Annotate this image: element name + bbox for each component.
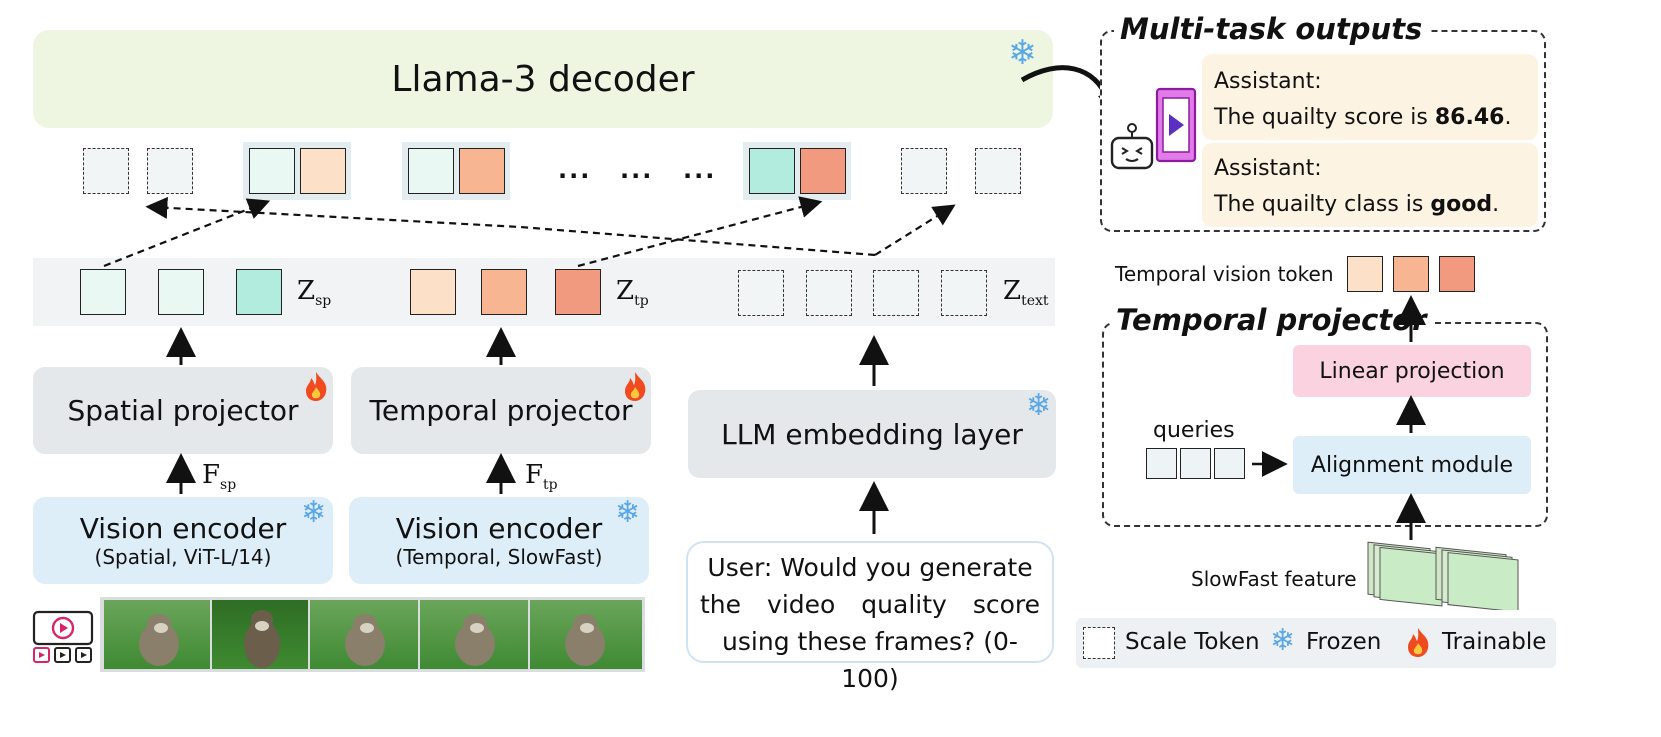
vision-encoder-subtitle: (Temporal, SlowFast) [395,545,603,569]
alignment-module-block: Alignment module [1293,436,1531,494]
user-prompt-box: User: Would you generate the video quali… [686,541,1054,693]
z-sp-label: Zsp [297,276,332,310]
scale-token [83,148,129,194]
temporal-projector-title: Temporal projector [1110,303,1433,337]
ellipsis: ... [683,156,717,184]
video-frame [104,600,210,669]
ellipsis: ... [558,156,592,184]
llm-embedding-block: LLM embedding layer [688,390,1056,478]
z-text-label: Ztext [1003,276,1049,310]
query-token [1146,448,1177,479]
slowfast-feature-label: SlowFast feature [1191,567,1357,591]
spatial-token [749,148,795,194]
video-frame [420,600,528,669]
temporal-vision-token-label: Temporal vision token [1115,262,1334,286]
f-sp-label: Fsp [202,460,237,494]
text-token [941,270,987,316]
multitask-outputs-title: Multi-task outputs [1114,12,1429,46]
temporal-projector-label: Temporal projector [369,394,633,427]
temporal-vision-token [1393,256,1429,292]
scale-token [147,148,193,194]
temporal-token [410,269,456,315]
z-tp-label: Ztp [616,276,649,310]
temporal-token [459,148,505,194]
vision-encoder-title: Vision encoder [79,512,287,545]
user-prompt-line: User: Would you generate [707,553,1033,582]
temporal-token [800,148,846,194]
temporal-vision-token [1347,256,1383,292]
quality-score-value: 86.46 [1434,105,1505,130]
arrows-layer [103,65,1100,534]
vision-encoder-subtitle: (Spatial, ViT-L/14) [94,545,272,569]
legend-trainable-label: Trainable [1442,629,1547,655]
legend-frozen-label: Frozen [1306,629,1382,655]
ellipsis: ... [620,156,654,184]
assistant-text: The quailty class is good. [1214,192,1500,217]
assistant-role: Assistant: [1214,69,1322,94]
text-token [873,270,919,316]
robot-icon [1108,122,1156,176]
assistant-answer-class: Assistant: The quailty class is good. [1202,143,1538,227]
assistant-text: The quailty score is 86.46. [1214,105,1512,130]
spatial-projector-label: Spatial projector [67,394,299,427]
llm-embedding-label: LLM embedding layer [721,417,1023,451]
video-frame [212,600,308,669]
legend-scale-token-label: Scale Token [1125,629,1260,655]
text-token [738,270,784,316]
legend [1076,618,1556,668]
film-frame-icon [1154,86,1200,170]
vision-encoder-title: Vision encoder [395,512,603,545]
video-icon [30,610,96,668]
spatial-token [158,269,204,315]
user-prompt-line: the video quality score [700,590,1040,619]
f-tp-label: Ftp [525,460,558,494]
assistant-role: Assistant: [1214,156,1322,181]
spatial-token [236,269,282,315]
assistant-answer-score: Assistant: The quailty score is 86.46. [1202,54,1538,140]
query-token [1180,448,1211,479]
snowflake-icon: ❄ [1026,388,1052,423]
video-frame [310,600,418,669]
quality-class-value: good [1430,192,1493,217]
scale-token [975,148,1021,194]
decoder-label: Llama-3 decoder [391,58,695,100]
snowflake-icon: ❄ [615,495,641,530]
video-frame [530,600,642,669]
fire-icon [621,370,649,406]
slowfast-feature-stack [1366,536,1526,614]
snowflake-icon: ❄ [301,495,327,530]
alignment-module-label: Alignment module [1310,452,1514,478]
snowflake-icon: ❄ [1008,33,1037,73]
scale-token [901,148,947,194]
spatial-token [80,269,126,315]
fire-icon [302,370,330,406]
spatial-token [408,148,454,194]
text-token [806,270,852,316]
fire-icon [1404,626,1432,662]
temporal-projector-block: Temporal projector [351,367,651,454]
temporal-token [555,269,601,315]
user-prompt-line: using these frames? (0-100) [722,627,1018,693]
llama3-decoder-block: Llama-3 decoder [33,30,1053,128]
vision-encoder-temporal-block: Vision encoder (Temporal, SlowFast) [349,497,649,584]
linear-projection-block: Linear projection [1293,345,1531,397]
legend-scale-token-swatch [1083,627,1115,659]
spatial-token [249,148,295,194]
spatial-projector-block: Spatial projector [33,367,333,454]
vision-encoder-spatial-block: Vision encoder (Spatial, ViT-L/14) [33,497,333,584]
linear-projection-label: Linear projection [1319,358,1505,384]
query-token [1214,448,1245,479]
queries-label: queries [1153,418,1235,443]
temporal-token [481,269,527,315]
temporal-panel-arrows [1252,295,1426,540]
temporal-token [300,148,346,194]
temporal-vision-token [1439,256,1475,292]
snowflake-icon: ❄ [1270,623,1296,658]
